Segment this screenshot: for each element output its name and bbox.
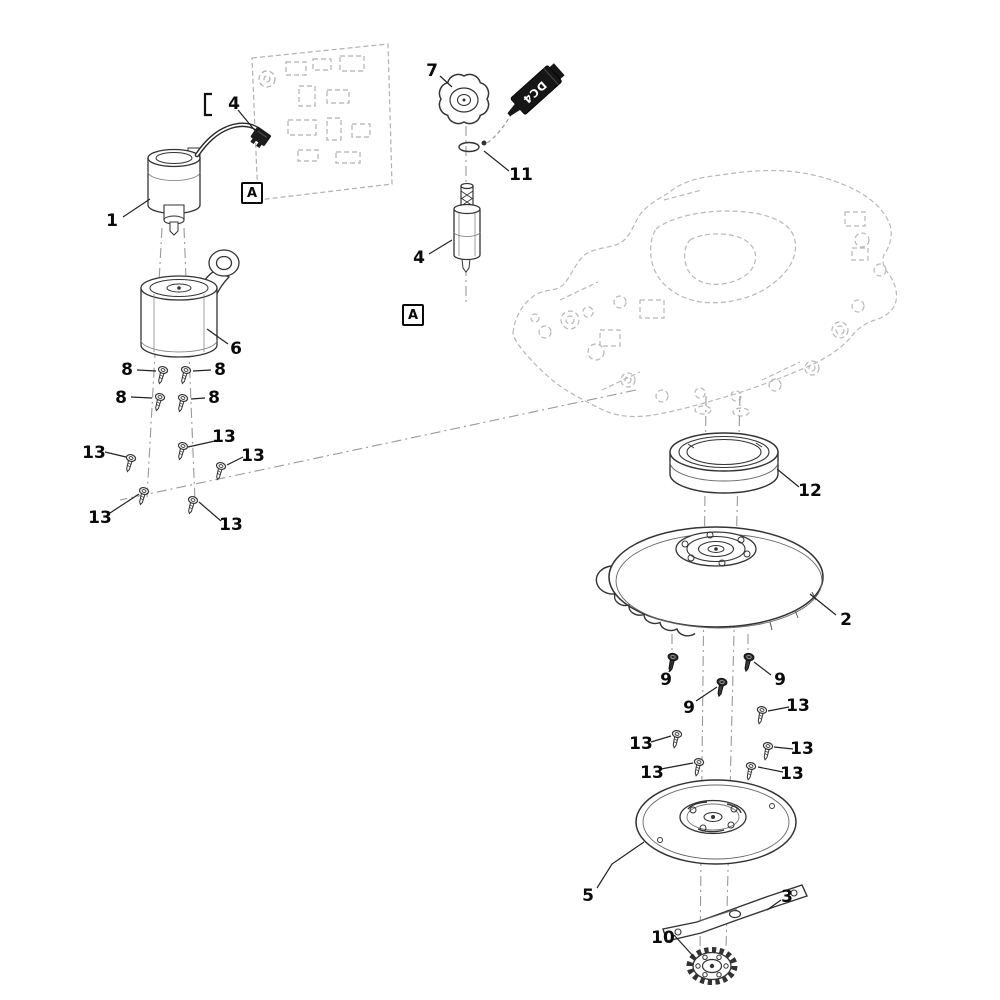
section-marker-label: A: [241, 182, 263, 204]
part-number-label: 13: [780, 764, 804, 784]
bracket-mark: [203, 92, 212, 117]
part-number-label: 2: [840, 610, 852, 630]
part-number-label: 13: [640, 763, 664, 783]
part-3-blade: [662, 884, 808, 942]
part-1-motor: [147, 147, 201, 236]
part-number-label: 8: [115, 388, 127, 408]
pcb-panel: [251, 43, 393, 201]
part-number-label: 6: [230, 339, 242, 359]
part-number-label: 13: [629, 734, 653, 754]
part-number-label: 13: [786, 696, 810, 716]
part-11-seal-ring: [458, 140, 487, 153]
part-number-label: 13: [219, 515, 243, 535]
chassis-outline: [512, 169, 898, 418]
part-number-label: 13: [212, 427, 236, 447]
leader-lines: [104, 75, 837, 958]
section-marker-label: A: [402, 304, 424, 326]
part-number-label: 9: [660, 670, 672, 690]
part-number-label: 11: [509, 165, 533, 185]
part-number-label: 1: [106, 211, 118, 231]
part-number-label: 9: [683, 698, 695, 718]
part-number-label: 3: [781, 887, 793, 907]
part-number-label: 8: [214, 360, 226, 380]
part-number-label: 4: [228, 94, 240, 114]
part-6-motor-mount: [140, 249, 240, 358]
part-number-label: 8: [121, 360, 133, 380]
grease-application-leader: [486, 112, 513, 144]
part-number-label: 5: [582, 886, 594, 906]
part-12-bearing-ring: [669, 432, 779, 494]
part-number-label: 13: [88, 508, 112, 528]
part-number-label: 8: [208, 388, 220, 408]
part-number-label: 13: [82, 443, 106, 463]
part-5-carrier-disc: [635, 779, 797, 865]
part-number-label: 7: [426, 61, 438, 81]
part-10-blade-hub: [686, 947, 738, 985]
part-number-label: 10: [651, 928, 675, 948]
part-number-label: 9: [774, 670, 786, 690]
part-number-label: 13: [790, 739, 814, 759]
part-number-label: 12: [798, 481, 822, 501]
part-number-label: 13: [241, 446, 265, 466]
part-number-label: 4: [413, 248, 425, 268]
part-4-spindle: [453, 182, 481, 273]
part-2-blade-housing: [595, 526, 824, 637]
